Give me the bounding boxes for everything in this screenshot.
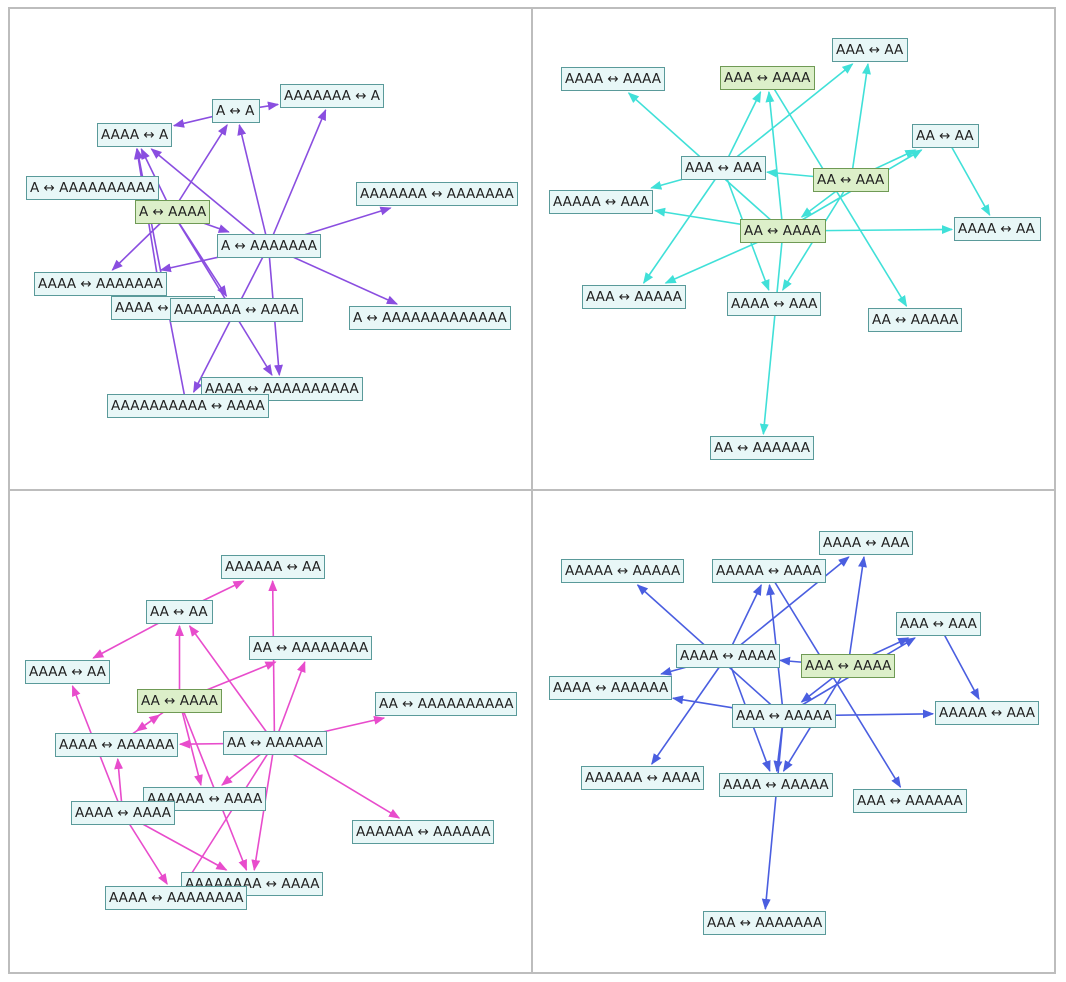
graph-node-highlighted: AA ↔ AAAA (740, 219, 826, 243)
graph-node: AAA ↔ AAA (896, 612, 981, 636)
graph-edge (767, 570, 902, 788)
graph-edge (237, 123, 270, 247)
graph-node: AAAAA ↔ AAA (935, 701, 1040, 725)
graph-node: AAAA ↔ AAAA (676, 644, 781, 668)
graph-edge (184, 742, 276, 885)
graph-edge (850, 62, 871, 181)
graph-node: AAA ↔ AAAAAAA (703, 911, 827, 935)
grid-divider-horizontal (8, 489, 1056, 491)
graph-edge (171, 124, 228, 213)
graph-edge (267, 108, 327, 247)
graph-node: AAAA ↔ AAAAAA (549, 676, 673, 700)
graph-node: AA ↔ AA (912, 124, 979, 148)
graph-edge (847, 555, 867, 667)
graph-node: AAAA ↔ AAAAAAAA (105, 886, 248, 910)
graph-node: AAAA ↔ AAAA (561, 67, 666, 91)
graph-edge (766, 77, 908, 307)
graph-node: AAAAAAA ↔ AAAA (170, 298, 303, 322)
graph-node: AAAA ↔ AAA (819, 531, 914, 555)
graph-node: A ↔ AAAAAAA (217, 234, 322, 258)
graph-node: AA ↔ AAAAAA (223, 731, 328, 755)
graph-edge (937, 623, 980, 700)
graph-node: A ↔ A (212, 99, 260, 123)
graph-node: AAA ↔ AAAAA (582, 285, 687, 309)
graph-edge (722, 63, 854, 169)
graph-node: AAAA ↔ AAAAA (719, 773, 833, 797)
graph-node: AAAA ↔ AA (954, 217, 1041, 241)
graph-edge (171, 211, 273, 376)
graph-node: AAAAAAAAAA ↔ AAAA (107, 394, 269, 418)
graph-edge (722, 90, 762, 169)
graph-node-highlighted: A ↔ AAAA (135, 200, 211, 224)
graph-node-highlighted: AAA ↔ AAAA (801, 654, 896, 678)
graph-node-highlighted: AA ↔ AAA (813, 168, 889, 192)
graph-node: AAAAA ↔ AAAA (712, 559, 826, 583)
graph-node: AAA ↔ AAAAA (732, 704, 837, 728)
graph-edge (651, 655, 728, 765)
graph-node: AAAAAAA ↔ AAAAAAA (356, 182, 518, 206)
graph-edge (759, 230, 784, 436)
graph-edge (761, 715, 785, 911)
graph-node: AAA ↔ AA (832, 38, 908, 62)
graph-edge (726, 556, 850, 657)
graph-edge (188, 625, 276, 744)
graph-edge (178, 700, 248, 872)
graph-node: AAAA ↔ AA (25, 660, 110, 684)
graph-edge (268, 579, 278, 744)
graph-node: AA ↔ AAAAA (868, 308, 963, 332)
graph-node-highlighted: AA ↔ AAAA (137, 689, 222, 713)
graph-node: AAA ↔ AAA (681, 156, 766, 180)
graph-node: AAAAAA ↔ AA (221, 555, 326, 579)
graph-node: A ↔ AAAAAAAAAA (26, 176, 159, 200)
graph-node: AAAA ↔ AAAAAAAAAA (201, 377, 363, 401)
graph-node: AA ↔ AAAAAAAA (249, 636, 373, 660)
graph-node: AAAA ↔ AAAAAA (55, 733, 179, 757)
graph-edge (150, 148, 270, 247)
graph-node: AAAA ↔ AAA (727, 292, 822, 316)
graph-node: AAAA ↔ AAAAAAA (34, 272, 167, 296)
graph-node-highlighted: AAA ↔ AAAA (720, 66, 815, 90)
graph-edge (178, 700, 203, 787)
graph-node: AAAAAA ↔ AAAA (581, 766, 705, 790)
graph-edge (765, 90, 784, 232)
graph-node: AA ↔ AAAAAAAAAA (375, 692, 518, 716)
graph-node: AA ↔ AA (146, 600, 213, 624)
graph-node: AAAA ↔ A (97, 123, 173, 147)
graph-node: AAAA ↔ AAAA (71, 801, 176, 825)
graph-node: AA ↔ AAAAAA (710, 436, 815, 460)
graph-edge (643, 167, 724, 284)
graph-edge (274, 742, 401, 819)
graph-node: AAAAAAA ↔ A (280, 84, 385, 108)
graph-node: AAAAA ↔ AAAAA (561, 559, 685, 583)
graph-edge (273, 660, 306, 744)
graph-node: A ↔ AAAAAAAAAAAAA (349, 306, 511, 330)
graph-node: AAA ↔ AAAAAA (853, 789, 967, 813)
graph-edge (944, 135, 991, 216)
graph-node: AAAAA ↔ AAA (549, 190, 654, 214)
graph-node: AAAAAA ↔ AAAAAA (352, 820, 495, 844)
